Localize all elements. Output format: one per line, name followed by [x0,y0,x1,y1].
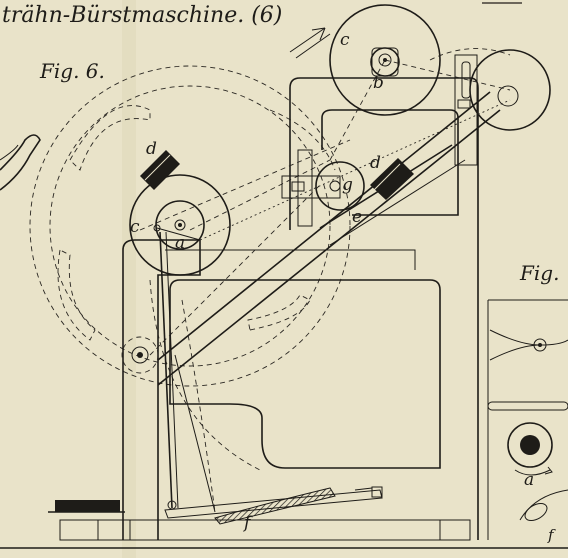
label-e: e [352,207,362,227]
label-d-left: d [146,139,157,159]
label-a-right: a [524,470,534,490]
machine-frame [0,77,568,549]
brush-left-d [140,150,180,190]
label-c-left: c [130,217,140,237]
left-edge-fragment [0,134,41,191]
gear-g [281,149,365,227]
connecting-rods [159,231,216,513]
fig6-label: Fig. 6. [39,59,105,83]
label-g: g [342,175,353,195]
page-title: trähn-Bürstmaschine. (6) [2,3,282,28]
fig-right-label: Fig. 7 [519,261,568,285]
dashed-flywheel [29,65,351,387]
fig7-fragments [487,329,568,522]
label-d-right: d [370,153,381,173]
label-a-main: a [175,233,185,253]
label-f: f [242,513,253,533]
lower-left-wheel [121,336,159,374]
label-c-top: c [340,30,350,50]
label-b: b [373,73,384,93]
treadle-f [164,486,383,525]
brush-right-d [370,158,414,200]
page-fold-shadow [122,0,136,558]
motion-arrow [289,27,331,59]
top-right-pulley [454,49,551,166]
label-f-right: f [547,526,556,544]
left-pulley [129,174,231,276]
top-pulley-b [370,47,400,77]
dashed-belts [139,48,511,471]
corner-mark [482,2,522,4]
